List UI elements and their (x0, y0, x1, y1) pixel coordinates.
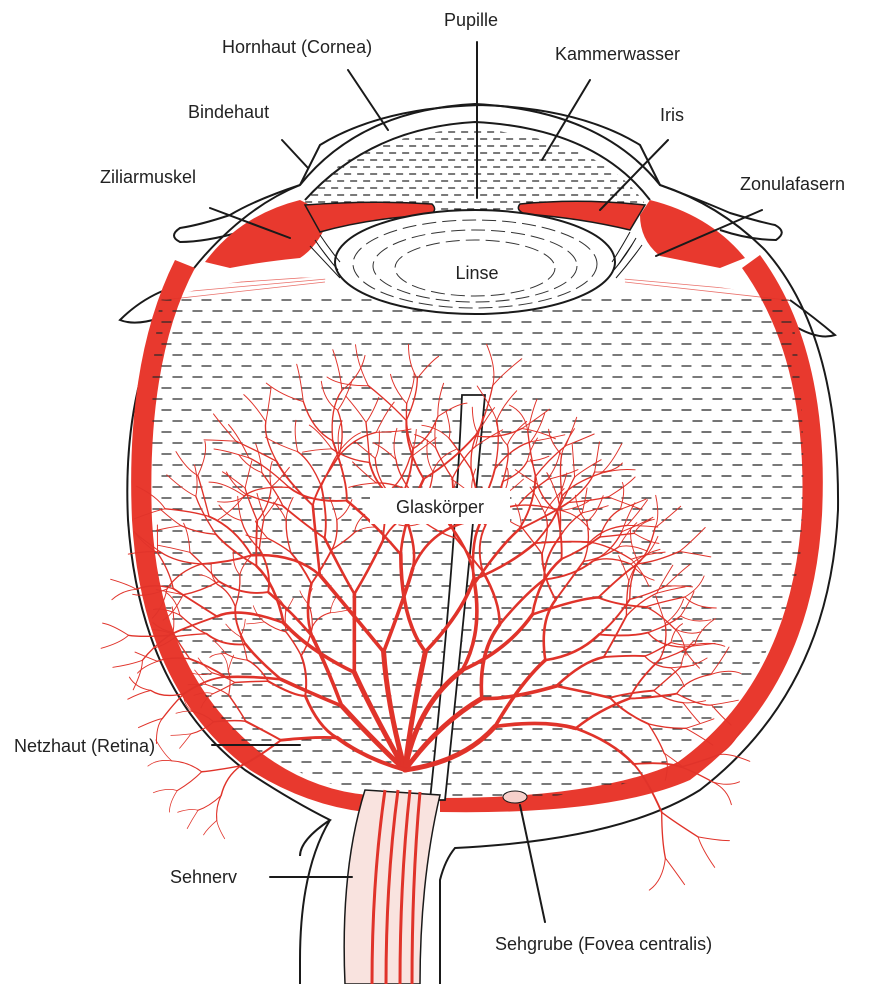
label-sehnerv: Sehnerv (170, 867, 237, 887)
ziliarmuskel-right (640, 200, 745, 268)
optic-nerve (344, 790, 440, 984)
glaskoerper-hatch (152, 300, 811, 795)
fovea (503, 791, 527, 803)
kammerwasser-hatch (305, 132, 663, 209)
label-netzhaut: Netzhaut (Retina) (14, 736, 155, 756)
label-pupille: Pupille (444, 10, 498, 30)
label-glaskoerper: Glaskörper (396, 497, 484, 517)
cornea (300, 104, 660, 185)
label-kammerwasser: Kammerwasser (555, 44, 680, 64)
label-hornhaut: Hornhaut (Cornea) (222, 37, 372, 57)
label-linse: Linse (455, 263, 498, 283)
label-bindehaut: Bindehaut (188, 102, 269, 122)
label-ziliarmuskel: Ziliarmuskel (100, 167, 196, 187)
label-iris: Iris (660, 105, 684, 125)
label-sehgrube: Sehgrube (Fovea centralis) (495, 934, 712, 954)
label-zonulafasern: Zonulafasern (740, 174, 845, 194)
